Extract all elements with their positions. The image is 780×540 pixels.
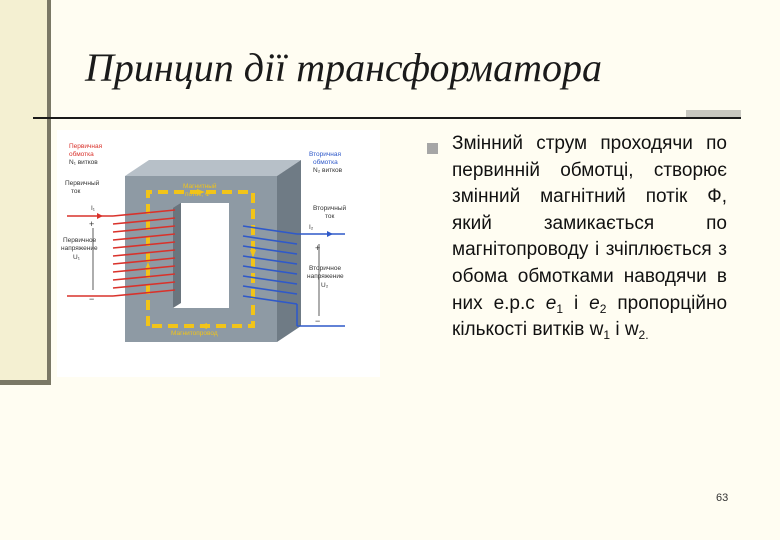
secondary-current-symbol: I₂ <box>309 224 314 231</box>
slide-title: Принцип дії трансформатора <box>85 45 602 90</box>
transformer-diagram-svg: Первичная обмотка N₁ витков Первичный то… <box>61 143 347 342</box>
left-band-bottom-line <box>0 380 50 385</box>
primary-minus-sign: − <box>89 294 94 304</box>
secondary-minus-sign: − <box>315 316 320 326</box>
page-number: 63 <box>716 492 729 504</box>
primary-winding-label-1: Первичная <box>69 143 103 150</box>
left-decorative-band <box>0 0 50 385</box>
secondary-winding-label-2: обмотка <box>313 158 338 166</box>
primary-turns-label: N₁ витков <box>69 159 98 166</box>
primary-voltage-symbol: U₁ <box>73 254 81 261</box>
flux-arrow-right <box>250 250 256 258</box>
emf-e2-symbol: e <box>589 292 600 314</box>
secondary-winding-label-1: Вторичная <box>309 151 341 158</box>
secondary-current-arrow <box>327 231 333 237</box>
flux-arrow-bottom <box>199 323 207 329</box>
turns-w2-subscript: 2. <box>638 328 649 343</box>
left-band-divider <box>47 0 51 385</box>
emf-e1-symbol: e <box>545 292 557 314</box>
primary-winding-label-2: обмотка <box>69 150 94 158</box>
primary-voltage-label-2: напряжение <box>61 245 98 252</box>
secondary-turns-label: N₂ витков <box>313 167 343 174</box>
emf-e1-subscript: 1 <box>556 301 563 316</box>
bullet-text-part-2: пропорційно кількості витків w <box>452 292 728 341</box>
primary-winding <box>67 209 176 297</box>
primary-voltage-label-1: Первичное <box>63 237 97 244</box>
secondary-voltage-label-1: Вторичное <box>309 265 341 272</box>
bullet-text-part-1: Змінний струм проходячи по первинній обм… <box>452 133 727 314</box>
bullet-conjunction: і <box>563 292 590 314</box>
flux-label-1: Магнитный <box>183 182 217 190</box>
primary-plus-sign: + <box>89 219 94 229</box>
transformer-diagram: Первичная обмотка N₁ витков Первичный то… <box>57 130 380 377</box>
secondary-voltage-symbol: U₂ <box>321 282 329 289</box>
bullet-marker <box>427 143 438 154</box>
primary-current-symbol: I₁ <box>91 205 96 212</box>
primary-current-arrow <box>97 213 103 219</box>
emf-e2-subscript: 2 <box>599 301 607 316</box>
primary-current-label-1: Первичный <box>65 179 100 187</box>
flux-label-2: поток, Ф <box>185 191 210 198</box>
secondary-current-label-2: ток <box>325 213 335 220</box>
secondary-winding <box>242 225 345 327</box>
bullet-text: Змінний струм проходячи по первинній обм… <box>452 131 727 344</box>
magnetic-core <box>125 160 301 342</box>
voltage-arrows <box>92 228 320 316</box>
secondary-voltage-label-2: напряжение <box>307 273 344 280</box>
bullet-text-part-3: і w <box>610 319 639 341</box>
primary-current-label-2: ток <box>71 188 81 195</box>
core-label: Магнитопровод <box>171 330 218 337</box>
secondary-plus-sign: + <box>315 243 320 253</box>
secondary-current-label-1: Вторичный <box>313 204 347 212</box>
title-underline-accent <box>686 110 741 117</box>
flux-arrow-top <box>197 189 205 195</box>
title-underline <box>33 117 741 119</box>
turns-w1-subscript: 1 <box>603 328 611 343</box>
